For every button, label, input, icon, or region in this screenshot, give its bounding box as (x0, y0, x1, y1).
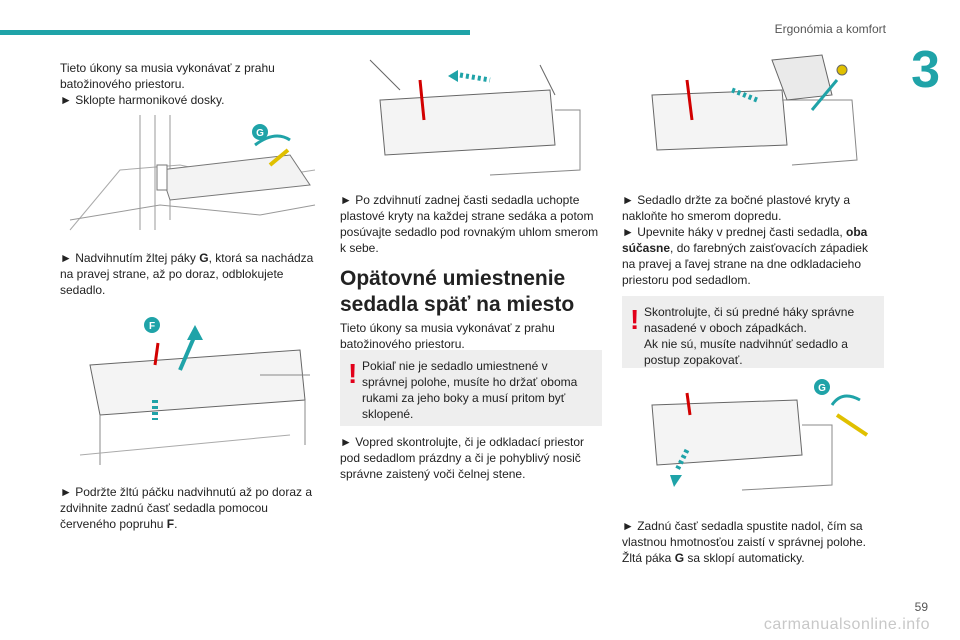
watermark: carmanualsonline.info (763, 616, 930, 633)
chapter-number: 3 (911, 41, 940, 99)
col1-intro: Tieto úkony sa musia vykonávať z prahu b… (60, 61, 275, 91)
col3-step8: ► Zadnú časť sedadla spustite nadol, čím… (622, 519, 866, 549)
warning-text: Pokiaľ nie je sedadlo umiestnené v správ… (362, 359, 578, 421)
section-header-title: Ergonómia a komfort (774, 22, 886, 36)
col1-intro-block: Tieto úkony sa musia vykonávať z prahu b… (60, 60, 322, 114)
warning-text: Skontrolujte, či sú predné háky správne … (644, 305, 855, 367)
col3-step9: Žltá páka G sa sklopí automaticky. (622, 551, 805, 565)
exclamation-mark-icon: ! (630, 304, 640, 335)
warning-box-seat-position: ! Pokiaľ nie je sedadlo umiestnené v spr… (340, 350, 602, 426)
col2-intro-block: Tieto úkony sa musia vykonávať z prahu b… (340, 320, 602, 358)
col3-steps-block: ► Sedadlo držte za bočné plastové kryty … (622, 192, 884, 294)
label-g-marker: G (818, 383, 826, 394)
col2-step4: ► Po zdvihnutí zadnej časti sedadla ucho… (340, 193, 599, 255)
illustration-hook-latches (622, 40, 884, 180)
exclamation-mark-icon: ! (348, 358, 358, 389)
col1-step2-block: ► Nadvihnutím žltej páky G, ktorá sa nac… (60, 250, 322, 304)
header-accent-bar (0, 30, 470, 35)
col1-step3: ► Podržte žltú páčku nadvihnutú až po do… (60, 485, 313, 531)
section-title: Opätovné umiestnenie sedadla späť na mie… (340, 267, 575, 316)
col2-intro: Tieto úkony sa musia vykonávať z prahu b… (340, 321, 555, 351)
illustration-folding-boards: G (60, 110, 322, 240)
col3-step7: ► Upevnite háky v prednej časti sedadla,… (622, 225, 868, 287)
col1-step2: ► Nadvihnutím žltej páky G, ktorá sa nac… (60, 251, 314, 297)
illustration-lower-seat: G (622, 375, 884, 505)
illustration-lift-seat-strap: F (60, 305, 322, 475)
col3-step8-block: ► Zadnú časť sedadla spustite nadol, čím… (622, 518, 884, 572)
illustration-slide-seat-out (340, 40, 602, 180)
label-f-marker: F (149, 321, 155, 332)
page-number: 59 (914, 600, 928, 614)
col1-step3-block: ► Podržte žltú páčku nadvihnutú až po do… (60, 484, 322, 538)
col2-step5: ► Vopred skontrolujte, či je odkladací p… (340, 435, 585, 481)
col2-step4-block: ► Po zdvihnutí zadnej časti sedadla ucho… (340, 192, 602, 262)
warning-box-hooks: ! Skontrolujte, či sú predné háky správn… (622, 296, 884, 368)
col1-step1: ► Sklopte harmonikové dosky. (60, 93, 225, 107)
label-g-marker: G (256, 128, 264, 139)
col2-step5-block: ► Vopred skontrolujte, či je odkladací p… (340, 434, 602, 488)
col3-step6: ► Sedadlo držte za bočné plastové kryty … (622, 193, 850, 223)
